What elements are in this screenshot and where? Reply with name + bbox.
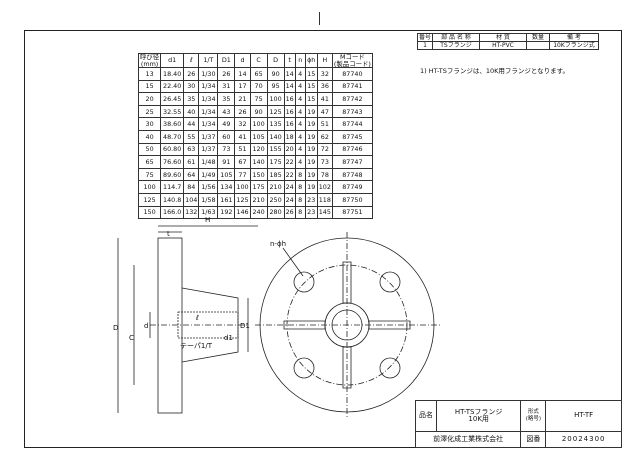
dims-cell: 132 [183, 205, 200, 220]
label-t: t [167, 230, 170, 238]
dims-cell: 87751 [331, 205, 373, 220]
label-l: ℓ [195, 314, 199, 322]
bolt-hole-4 [379, 357, 401, 379]
dims-cell: 61 [183, 155, 200, 169]
dims-cell: 40 [183, 104, 200, 119]
dims-cell: 40 [137, 129, 162, 144]
dims-cell: 20 [137, 92, 162, 106]
flange-plate-side [157, 237, 183, 414]
label-d1-upper: D1 [240, 322, 250, 330]
dims-cell: 100 [137, 180, 162, 194]
top-center-mark [319, 12, 320, 25]
label-big-d: D [113, 324, 118, 332]
parts-cell: 1 [416, 41, 434, 50]
dims-cell: 20 [283, 142, 296, 157]
dims-cell: 150 [137, 205, 162, 220]
title-block: 品名 HT-TSフランジ 10K用 形式 (略号) HT-TF 前澤化成工業株式… [414, 400, 622, 449]
flange-ribs [283, 261, 411, 389]
bolt-hole-3 [293, 357, 315, 379]
bolt-hole-2 [379, 271, 401, 293]
dims-header-cell: C [249, 53, 268, 68]
dims-cell: 24 [283, 192, 296, 207]
bolt-hole-1 [293, 271, 315, 293]
dims-header-cell: d1 [160, 53, 185, 68]
title-model-value: HT-TF [545, 400, 622, 432]
drawing-sheet-frame [24, 30, 622, 448]
dims-header-cell: D1 [217, 53, 236, 68]
dims-cell: 41 [234, 129, 251, 144]
dims-header-cell: H [316, 53, 333, 68]
dims-header-cell: ℓ [183, 53, 200, 68]
dims-header-cell: 呼び径 (mm) [137, 53, 162, 68]
dims-cell: 146 [234, 205, 251, 220]
dims-cell: 26 [283, 205, 296, 220]
label-taper: テーパ1/T [180, 342, 213, 350]
dims-header-cell: d [234, 53, 251, 68]
leader-nh [282, 247, 304, 277]
parts-cell: 10Kフランジ式 [549, 41, 600, 50]
dims-cell: 240 [249, 205, 268, 220]
title-name-value: HT-TSフランジ 10K用 [435, 400, 522, 432]
title-model-label: 形式 (略号) [520, 400, 547, 432]
title-name-label: 品名 [415, 400, 437, 432]
label-c: C [129, 334, 134, 342]
dims-cell: 16 [283, 92, 296, 106]
note-text: 1) HT-TSフランジは、10K用フランジとなります。 [420, 67, 570, 75]
label-d1: d1 [224, 334, 233, 342]
dims-cell: 84 [183, 180, 200, 194]
socket-bore [177, 311, 239, 339]
label-h: H [205, 216, 210, 224]
dims-cell: 44 [183, 117, 200, 131]
dims-cell: 63 [183, 142, 200, 157]
title-company: 前澤化成工業株式会社 [414, 430, 522, 449]
label-small-d: d [144, 322, 148, 330]
dims-cell: 145 [316, 205, 333, 220]
dims-header-cell: t [283, 53, 296, 68]
title-drawing-no: 20024300 [545, 430, 622, 449]
dims-header-cell: Mコード (製品コード) [331, 53, 373, 68]
title-drawing-no-label: 図番 [520, 430, 547, 449]
label-nh: n-ϕh [270, 240, 286, 248]
